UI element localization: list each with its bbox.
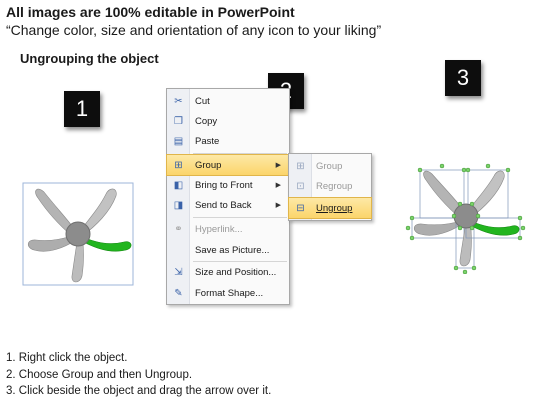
menu-item-format-shape[interactable]: ✎ Format Shape...	[167, 283, 289, 303]
instruction-step: 1. Right click the object.	[6, 352, 128, 364]
menu-item-cut[interactable]: ✂ Cut	[167, 91, 289, 111]
fan-blade-highlighted	[79, 235, 132, 252]
ungroup-icon: ⊟	[296, 202, 305, 214]
submenu-item-regroup[interactable]: ⊡ Regroup	[289, 176, 371, 196]
save-picture-icon	[172, 244, 185, 257]
fan-blade	[455, 219, 475, 269]
submenu-item-ungroup[interactable]: ⊟ Ungroup	[288, 197, 372, 219]
page-title: All images are 100% editable in PowerPoi…	[6, 4, 295, 20]
fan-hub	[65, 221, 91, 247]
step-badge-1: 1	[64, 91, 100, 127]
instruction-step: 3. Click beside the object and drag the …	[6, 385, 272, 397]
menu-item-save-as-picture[interactable]: Save as Picture...	[167, 240, 289, 260]
menu-item-copy[interactable]: ❐ Copy	[167, 111, 289, 131]
menu-item-group[interactable]: ⊞ Group ▶	[166, 154, 290, 176]
copy-icon: ❐	[174, 115, 183, 127]
instruction-step: 2. Choose Group and then Ungroup.	[6, 368, 193, 381]
submenu-arrow-icon: ▶	[275, 182, 281, 189]
submenu-item-group[interactable]: ⊞ Group	[289, 156, 371, 176]
menu-item-bring-to-front[interactable]: ◧ Bring to Front ▶	[173, 179, 281, 191]
fan-blade	[35, 188, 79, 237]
step-badge-3: 3	[445, 60, 481, 96]
group-submenu: ⊞ Group ⊡ Regroup ⊟ Ungroup	[288, 153, 372, 221]
size-position-icon: ⇲	[174, 266, 183, 278]
paste-icon: ▤	[173, 135, 184, 147]
instruction-steps: 1. Right click the object. 2. Choose Gro…	[6, 350, 271, 400]
send-back-icon: ◨	[173, 199, 184, 211]
page-subtitle: “Change color, size and orientation of a…	[6, 22, 382, 38]
fan-blade	[77, 188, 117, 237]
menu-item-size-and-position[interactable]: ⇲ Size and Position...	[167, 262, 289, 282]
fan-blade	[71, 235, 84, 283]
format-shape-icon: ✎	[174, 287, 183, 299]
group-icon: ⊞	[296, 160, 305, 172]
hyperlink-icon: ⚭	[174, 223, 183, 235]
context-menu: ✂ Cut ❐ Copy ▤ Paste ⊞ Group ▶ ◧ Bring t…	[166, 88, 290, 305]
scissors-icon: ✂	[174, 95, 183, 107]
fan-hub	[453, 203, 479, 229]
selection-handles	[405, 163, 526, 274]
grouped-fan-object[interactable]	[22, 182, 134, 286]
regroup-icon: ⊡	[296, 180, 305, 192]
section-title: Ungrouping the object	[20, 51, 159, 66]
bring-front-icon: ◧	[173, 179, 184, 191]
ungrouped-fan-object[interactable]	[404, 162, 526, 274]
group-icon: ⊞	[174, 159, 183, 171]
fan-blade	[27, 233, 79, 252]
menu-item-hyperlink[interactable]: ⚭ Hyperlink...	[167, 219, 289, 239]
submenu-arrow-icon: ▶	[275, 162, 281, 169]
submenu-arrow-icon: ▶	[275, 202, 281, 209]
menu-item-send-to-back[interactable]: ◨ Send to Back ▶	[173, 199, 281, 211]
menu-item-paste[interactable]: ▤ Paste	[173, 135, 220, 147]
